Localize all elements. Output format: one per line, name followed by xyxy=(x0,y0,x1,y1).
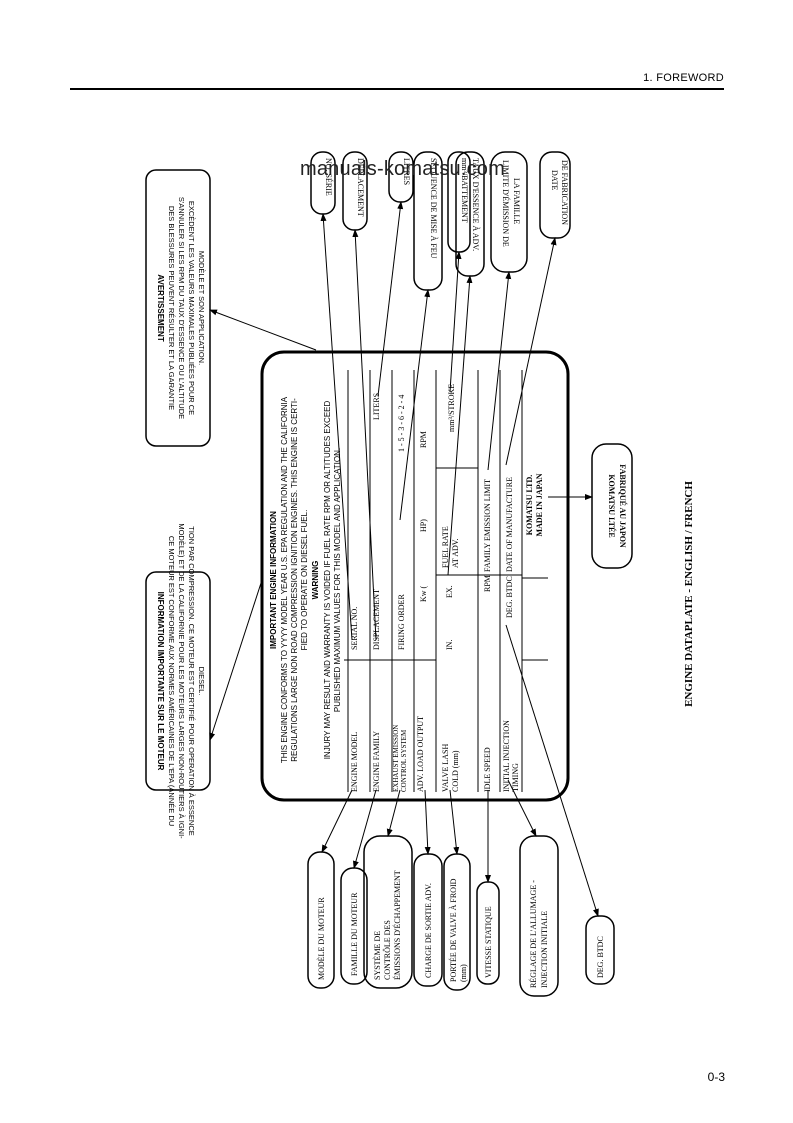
french-info-line4: DIESEL. xyxy=(197,667,206,696)
header-rule xyxy=(70,88,724,90)
label-valve-lash-1: VALVE LASH xyxy=(441,744,450,792)
label-valve-lash-2: COLD (mm) xyxy=(451,750,460,792)
french-info-line1: CE MOTEUR EST CONFORME AUX NORMES AMÉRIC… xyxy=(167,536,176,826)
callout-komatsu-2: FABRIQUÉ AU JAPON xyxy=(618,464,628,548)
callout-no-serie: NO. SÉRIE xyxy=(324,158,334,196)
label-fuel-rate-2: AT ADV. xyxy=(451,539,460,569)
dataplate-grid xyxy=(344,370,548,792)
label-engine-family: ENGINE FAMILY xyxy=(372,731,381,792)
french-warning-line1: DES BLESSURES PEUVENT RÉSULTER ET LA GAR… xyxy=(167,206,176,410)
french-info-line2: MODÈLE) ET DE LA CALIFORNIE POUR LES MOT… xyxy=(177,523,186,839)
plate-para1-line1: THIS ENGINE CONFORMS TO YYYY MODEL YEAR … xyxy=(280,396,289,763)
label-fuel-rate-1: FUEL RATE xyxy=(441,526,450,568)
engine-dataplate: ENGINE MODEL ENGINE FAMILY EXHAUST EMISS… xyxy=(260,350,570,802)
french-warning-line3: EXCÈDENT LES VALEURS MAXIMALES PUBLIÉES … xyxy=(187,201,196,415)
callout-limite-1: LIMITE D'ÉMISSION DE xyxy=(501,160,511,247)
callout-deg-btdc: DEG. BTDC xyxy=(596,936,605,978)
callout-limite-2: LA FAMILLE xyxy=(512,178,521,224)
label-idle-speed: IDLE SPEED xyxy=(483,747,492,792)
french-warning-line4: MODÈLE ET SON APPLICATION. xyxy=(197,251,206,365)
callout-charge: CHARGE DE SORTIE ADV. xyxy=(424,883,433,978)
callout-litres: LITRES xyxy=(402,158,411,185)
label-hp: HP) xyxy=(419,519,428,532)
french-warning-title: AVERTISSEMENT xyxy=(156,274,165,342)
label-in: IN. xyxy=(445,640,454,650)
label-kw: Kw ( xyxy=(419,585,428,602)
label-ex: EX. xyxy=(445,585,454,598)
section-title: 1. FOREWORD xyxy=(643,72,724,84)
french-warning-callout: AVERTISSEMENT DES BLESSURES PEUVENT RÉSU… xyxy=(145,169,211,447)
callout-reglage-2: INJECTION INITIALE xyxy=(540,911,549,988)
callout-systeme-3: ÉMISSIONS D'ÉCHAPPEMENT xyxy=(392,870,402,980)
figure-caption: ENGINE DATAPLATE - ENGLISH / FRENCH xyxy=(683,481,695,707)
french-info-title: INFORMATION IMPORTANTE SUR LE MOTEUR xyxy=(156,592,165,771)
label-serial-no: SERIAL NO. xyxy=(350,607,359,650)
komatsu-line-2: MADE IN JAPAN xyxy=(535,473,544,536)
firing-sequence-value: 1 - 5 - 3 - 6 - 2 - 4 xyxy=(397,395,406,452)
callout-reglage-1: RÉGLAGE DE L'ALLUMAGE - xyxy=(528,880,538,988)
callout-mm3-battement: mm³/BATTEMENT xyxy=(460,158,469,223)
plate-para2-line2: PUBLISHED MAXIMUM VALUES FOR THIS MODEL … xyxy=(333,448,342,712)
callout-systeme-1: SYSTÈME DE xyxy=(372,931,382,980)
callout-famille: FAMILLE DU MOTEUR xyxy=(350,892,359,976)
label-initial-injection-2: TIMING xyxy=(511,763,520,792)
label-exhaust-emission-1: EXHAUST EMISSION xyxy=(392,725,400,792)
komatsu-line-1: KOMATSU LTD. xyxy=(525,475,534,535)
callout-date-fab-1: DATE xyxy=(550,170,559,191)
label-exhaust-emission-2: CONTROL SYSTEM xyxy=(400,729,408,792)
label-engine-model: ENGINE MODEL xyxy=(350,732,359,792)
french-warning-line2: S'ANNULER SI LES RPM DU TAUX D'ESSENCE O… xyxy=(177,197,186,419)
callout-deplacement: DÉPLACEMENT xyxy=(356,158,366,217)
label-deg-btdc: DEG. BTDC xyxy=(505,576,514,618)
plate-para1-line3: FIED TO OPERATE ON DIESEL FUEL. xyxy=(300,510,309,651)
callout-sequence: SÉQUENCE DE MISE À FEU xyxy=(429,158,439,259)
label-firing-order: FIRING ORDER xyxy=(397,594,406,650)
label-family-emission-limit: FAMILY EMISSION LIMIT xyxy=(483,479,492,572)
label-displacement: DISPLACEMENT xyxy=(372,589,381,650)
page-number: 0-3 xyxy=(707,1070,725,1084)
callout-modele: MODÈLE DU MOTEUR xyxy=(316,897,326,980)
french-info-line3: TION PAR COMPRESSION. CE MOTEUR EST CERT… xyxy=(187,526,196,836)
label-mm3-stroke: mm³/STROKE xyxy=(447,384,456,432)
dataplate-border xyxy=(260,350,570,802)
french-info-callout: INFORMATION IMPORTANTE SUR LE MOTEUR CE … xyxy=(145,523,211,839)
plate-heading: IMPORTANT ENGINE INFORMATION xyxy=(269,511,278,649)
label-liters: LITERS xyxy=(372,393,381,420)
leader-lines xyxy=(209,201,599,917)
callout-systeme-2: CONTRÔLE DES xyxy=(382,920,392,980)
callout-vitesse: VITESSE STATIQUE xyxy=(484,906,493,978)
callout-komatsu-1: KOMATSU LTÉE xyxy=(607,474,617,537)
label-date-of-manufacture: DATE OF MANUFACTURE xyxy=(505,477,514,572)
watermark-text: manuals-komatsu.com xyxy=(300,158,505,180)
label-initial-injection-1: INITIAL INJECTION xyxy=(502,720,511,792)
callout-portee-1: PORTÉE DE VALVE À FROID xyxy=(448,878,458,982)
plate-warning-title: WARNING xyxy=(311,561,320,600)
callout-taux-essence: TAUX D'ESSENCE À ADV. xyxy=(471,158,481,251)
label-rpm-idle: RPM xyxy=(483,575,492,592)
callout-date-fab-2: DE FABRICATION xyxy=(560,160,569,225)
plate-para1-line2: REGULATIONS LARGE NON ROAD COMPRESSION I… xyxy=(290,398,299,762)
plate-para2-line1: INJURY MAY RESULT AND WARRANTY IS VOIDED… xyxy=(323,400,332,759)
callout-portee-2: (mm) xyxy=(459,964,468,982)
label-rpm: RPM xyxy=(419,431,428,448)
label-adv-load-output: ADV. LOAD OUTPUT xyxy=(416,716,425,792)
